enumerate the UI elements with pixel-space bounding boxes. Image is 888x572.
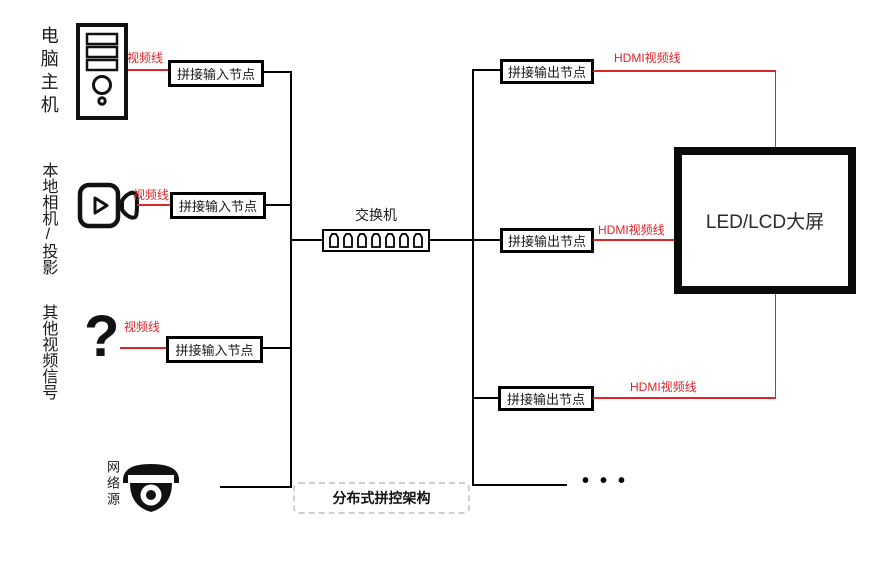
connector-switch-trunk [430,239,473,241]
switch-port-icon [357,233,367,248]
switch-label: 交换机 [355,207,397,223]
connector-input1-trunk [264,71,292,73]
more-outputs-ellipsis: ••• [582,470,637,492]
input-node-1: 拼接输入节点 [168,60,264,87]
video-cable-label-1: 视频线 [127,51,164,65]
output-node-1: 拼接输出节点 [500,59,594,84]
input-node-3: 拼接输入节点 [166,336,263,363]
output-trunk-line [472,69,474,486]
connector-input3-trunk [263,347,292,349]
led-lcd-display: LED/LCD大屏 [674,147,856,294]
hdmi-cable-label-3: HDMI视频线 [630,380,697,394]
source-label-network: 网络源 [104,460,120,508]
video-cable-line-3 [120,347,166,349]
output-node-3: 拼接输出节点 [498,386,594,411]
switch-port-icon [413,233,423,248]
hdmi-cable-label-1: HDMI视频线 [614,51,681,65]
switch-port-icon [343,233,353,248]
architecture-title-box: 分布式拼控架构 [293,482,470,514]
input-node-2: 拼接输入节点 [170,192,266,219]
dome-camera-icon [121,462,181,523]
switch-port-icon [385,233,395,248]
switch-port-icon [371,233,381,248]
display-label: LED/LCD大屏 [705,212,825,233]
desktop-tower-icon [76,23,128,125]
source-label-other-video: 其他视频信号 [39,304,57,400]
connector-trunk-output3 [474,397,500,399]
video-cable-line-1 [128,69,168,71]
switch-port-icon [329,233,339,248]
hdmi-cable-label-2: HDMI视频线 [598,223,665,237]
switch-port-icon [399,233,409,248]
hdmi-cable-line-1v [774,70,776,147]
video-cable-label-2: 视频线 [133,188,170,202]
hdmi-cable-line-3v [774,294,776,398]
connector-trunk-more [474,484,567,486]
hdmi-cable-line-2h [593,239,674,241]
connector-network-trunk [220,486,292,488]
connector-input2-trunk [265,204,292,206]
switch-ports [329,233,423,248]
input-trunk-line [290,71,292,488]
source-label-pc: 电脑主机 [38,26,59,118]
question-mark-icon: ? [84,304,120,369]
connector-trunk-output2 [474,239,500,241]
video-cable-line-2 [137,204,172,206]
network-switch [322,229,430,252]
connector-trunk-output1 [474,69,500,71]
hdmi-cable-line-1h [593,70,776,72]
source-label-local-camera: 本地相机/投影 [39,162,57,275]
video-camera-icon [77,180,141,235]
video-cable-label-3: 视频线 [124,320,161,334]
hdmi-cable-line-3h [593,397,776,399]
connector-trunk-switch [292,239,322,241]
output-node-2: 拼接输出节点 [500,228,594,253]
